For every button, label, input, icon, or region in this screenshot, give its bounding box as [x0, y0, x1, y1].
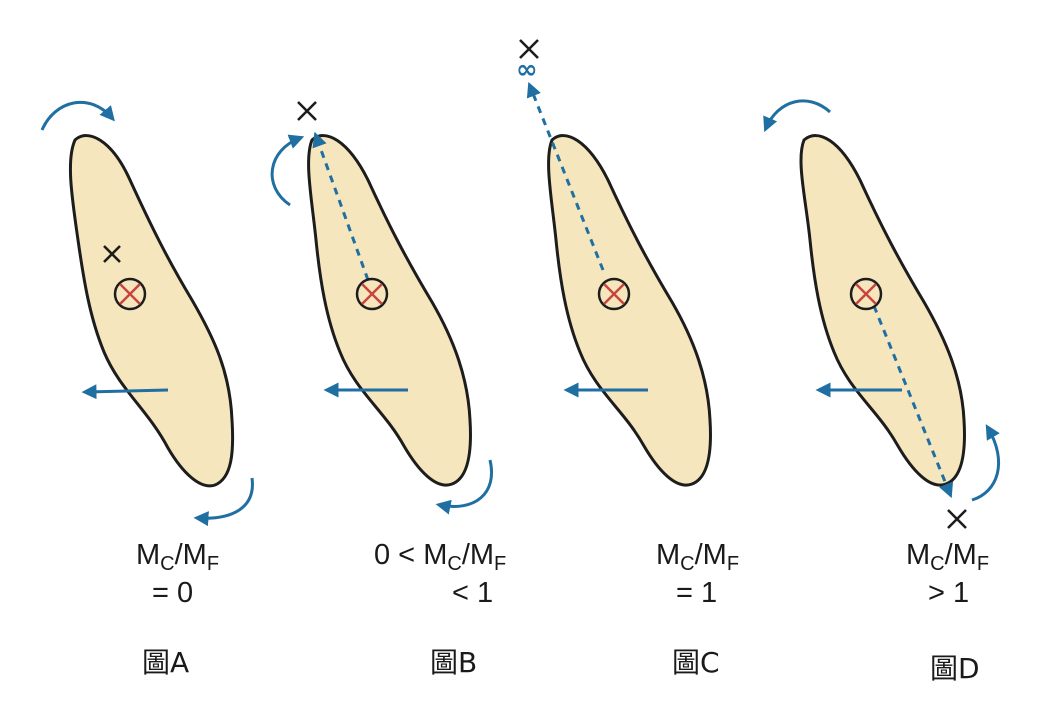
rotation-center-mark-b — [297, 101, 317, 121]
figure-label-b: 圖B — [430, 646, 477, 679]
svg-text:= 0: = 0 — [152, 577, 193, 609]
center-of-resistance-c — [597, 277, 631, 311]
rotation-arrow-top-b — [270, 134, 305, 207]
rotation-axis-c — [526, 81, 605, 271]
figure-label-d: 圖D — [930, 652, 980, 685]
svg-text:> 1: > 1 — [928, 577, 969, 609]
figure-label-a: 圖A — [142, 646, 189, 679]
rotation-center-mark-a — [103, 245, 121, 263]
svg-text:MC/MF: MC/MF — [906, 539, 989, 575]
svg-text:< 1: < 1 — [452, 577, 493, 609]
rotation-center-mark-d — [947, 509, 967, 529]
center-of-resistance-d — [849, 277, 883, 311]
rotation-center-mark-c — [519, 39, 539, 59]
svg-text:MC/MF: MC/MF — [656, 539, 739, 575]
svg-text:= 1: = 1 — [676, 577, 717, 609]
panel-c: ∞ — [516, 39, 712, 487]
rotation-arrow-bottom-a — [193, 477, 254, 527]
rotation-arrow-bottom-b — [435, 459, 493, 515]
rotation-arrow-bottom-d — [971, 424, 1000, 502]
tooth-c — [547, 134, 712, 487]
figure-label-c: 圖C — [672, 646, 720, 679]
ratio-label-c: MC/MF = 1 — [656, 539, 739, 609]
tooth-a — [68, 134, 235, 488]
rotation-arrow-top-d — [763, 99, 832, 133]
infinity-symbol: ∞ — [516, 55, 538, 85]
ratio-label-a: MC/MF = 0 — [136, 539, 219, 609]
svg-text:MC/MF: MC/MF — [136, 539, 219, 575]
ratio-label-b: 0 < MC/MF < 1 — [374, 539, 506, 609]
svg-text:0 < MC/MF: 0 < MC/MF — [374, 539, 506, 575]
panel-b — [270, 101, 493, 515]
force-arrow-a — [81, 384, 169, 400]
center-of-resistance-b — [355, 277, 389, 311]
panel-a — [40, 100, 254, 527]
center-of-resistance-a — [113, 277, 147, 311]
tooth-d — [799, 134, 966, 487]
rotation-arrow-top-a — [40, 100, 115, 131]
tooth-b — [307, 134, 472, 487]
panel-d — [763, 99, 1000, 529]
ratio-label-d: MC/MF > 1 — [906, 539, 989, 609]
